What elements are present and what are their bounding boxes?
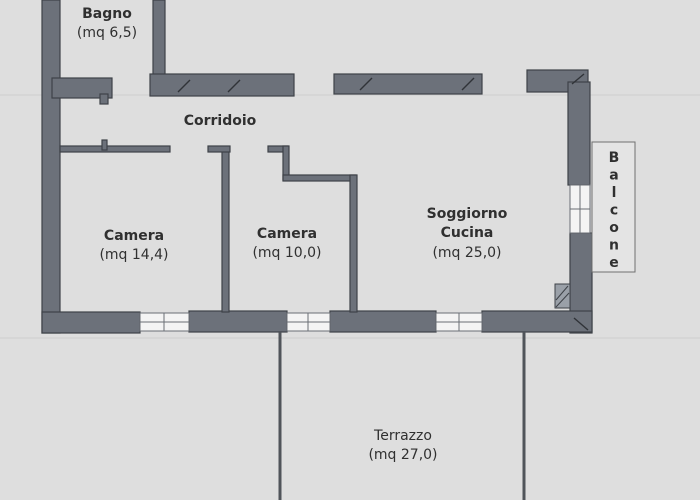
room-soggiorno-name2: Cucina [441, 225, 494, 241]
balcone-letter: n [609, 238, 619, 254]
wall-bagno-right [152, 0, 166, 83]
wall-bottom-4 [481, 310, 593, 333]
room-terrazzo-name: Terrazzo [373, 428, 432, 444]
balcone-box [591, 141, 636, 273]
room-soggiorno-area: (mq 25,0) [432, 245, 501, 261]
room-camera2-name: Camera [257, 226, 317, 242]
balcone-letter: c [610, 203, 618, 219]
room-camera1-area: (mq 14,4) [99, 247, 168, 263]
balcone-letter: a [609, 168, 618, 184]
room-camera2-area: (mq 10,0) [252, 245, 321, 261]
room-camera1-name: Camera [104, 228, 164, 244]
wall-corridor-stub [101, 139, 108, 151]
balcone-letter: o [609, 220, 619, 236]
wall-bagno-stub [99, 93, 109, 105]
wall-top-1 [149, 73, 295, 97]
wall-camera-divider [221, 147, 230, 313]
balcone-letter: l [612, 185, 617, 201]
shaft-box [554, 283, 571, 309]
room-soggiorno-name: Soggiorno [427, 206, 508, 222]
wall-camera2-right [349, 174, 358, 313]
room-corridoio-name: Corridoio [184, 113, 257, 129]
wall-bagno-bottom [51, 77, 113, 99]
wall-bottom-3 [329, 310, 437, 333]
wall-bottom-2 [188, 310, 288, 333]
door-hints [177, 73, 589, 331]
balcone-letter: B [609, 150, 620, 166]
wall-right-upper [567, 81, 591, 186]
wall-camera2-top2 [282, 174, 357, 182]
wall-top-2 [333, 73, 483, 95]
wall-camera1-top [59, 145, 171, 153]
room-bagno-area: (mq 6,5) [77, 25, 137, 41]
walls [41, 0, 593, 334]
wall-left [41, 0, 61, 334]
wall-bottom-1 [41, 311, 141, 334]
room-bagno-name: Bagno [82, 6, 132, 22]
wall-camera-divider-cap [207, 145, 231, 153]
room-terrazzo-area: (mq 27,0) [368, 447, 437, 463]
balcone-letter: e [609, 255, 619, 271]
windows [139, 184, 591, 332]
